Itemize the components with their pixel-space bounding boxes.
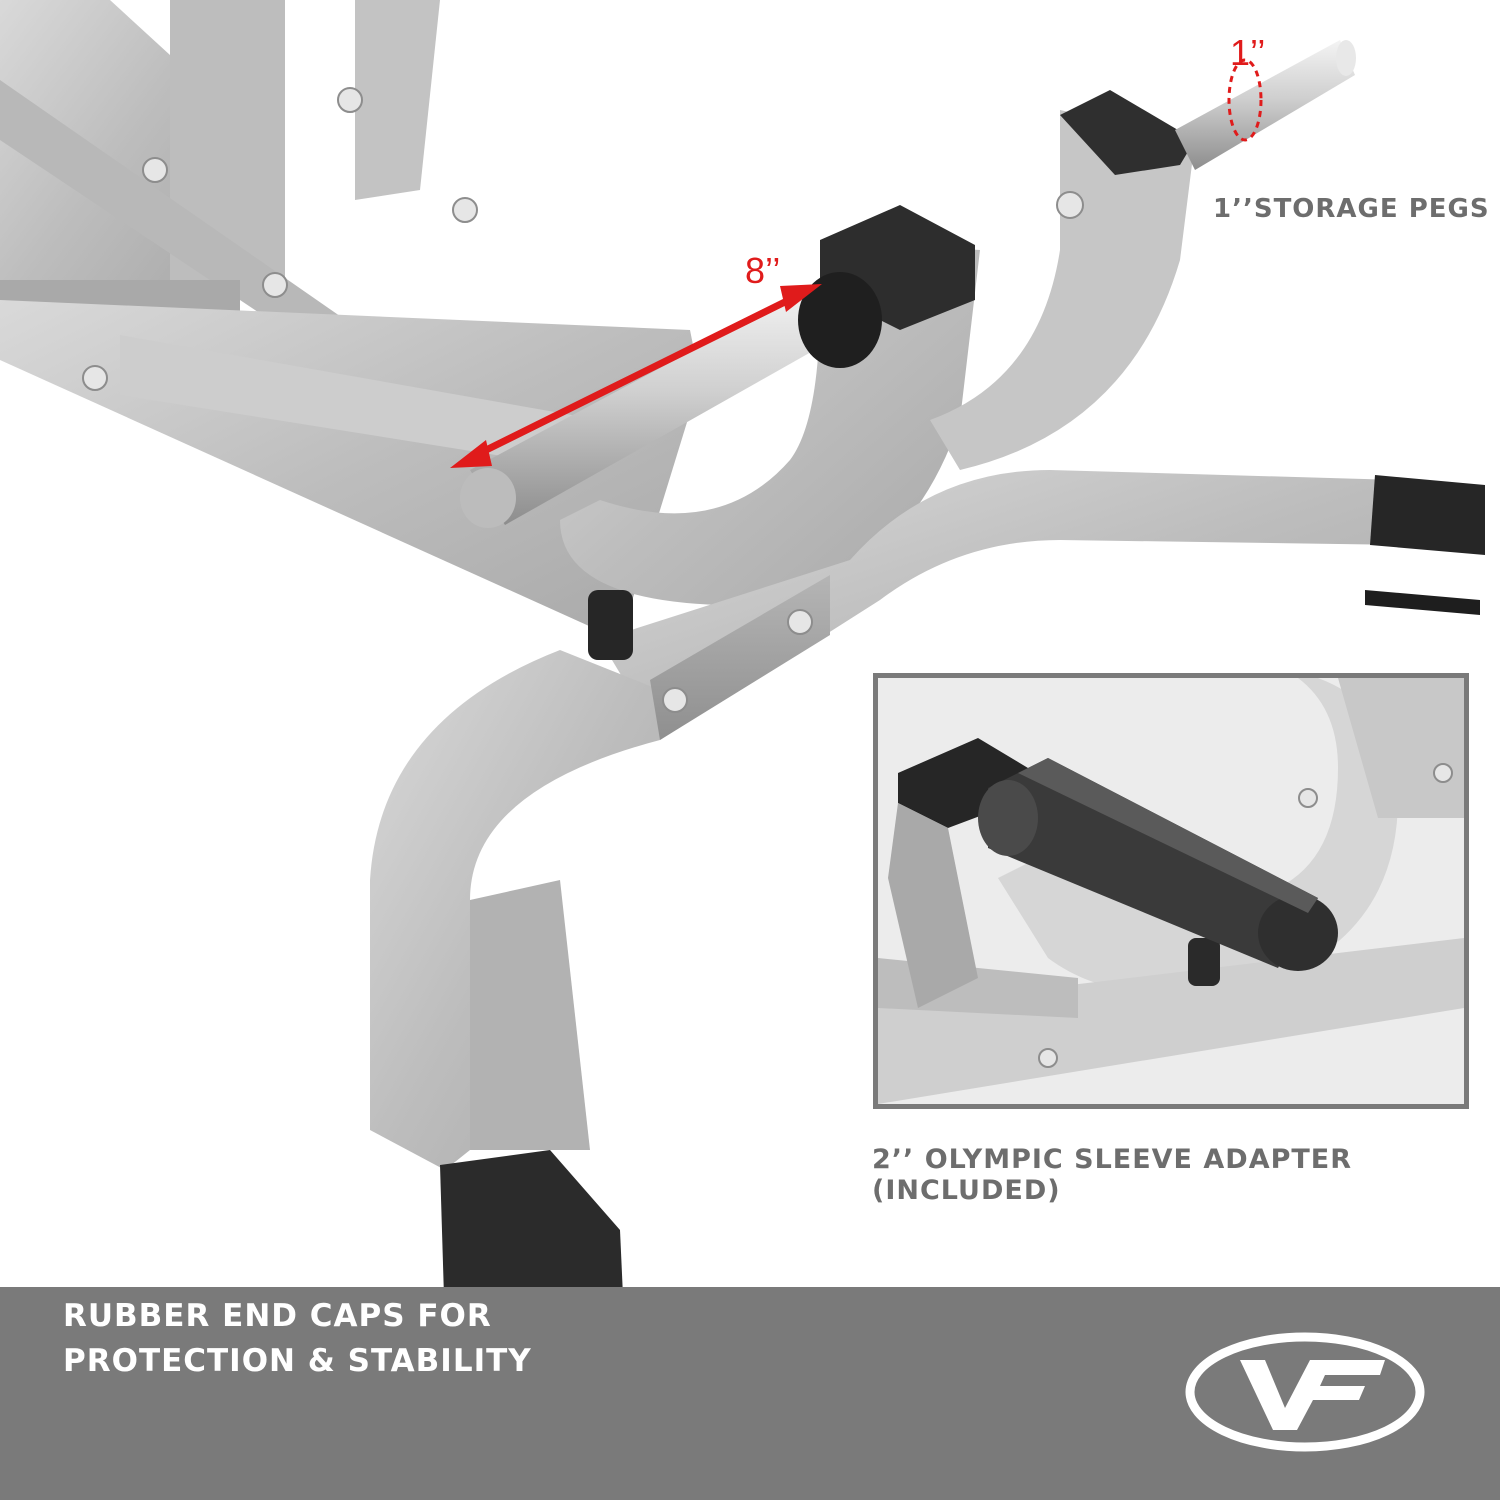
dimension-marker-1in	[1227, 58, 1263, 142]
vf-logo	[1185, 1332, 1425, 1452]
bolts	[82, 87, 1084, 713]
base-leg-front	[370, 650, 660, 1170]
sleeve-adapter	[978, 758, 1338, 971]
pin-length-label: 8’’	[745, 250, 781, 291]
footer-band: RUBBER END CAPS FOR PROTECTION & STABILI…	[0, 1287, 1500, 1500]
storage-pin-8in	[460, 272, 882, 528]
storage-pegs-caption: 1’’STORAGE PEGS	[1213, 194, 1490, 224]
base-leg-right	[600, 470, 1410, 740]
sleeve-adapter-photo	[878, 678, 1464, 1104]
sleeve-adapter-inset	[873, 673, 1469, 1109]
upper-frame	[0, 0, 440, 380]
dimension-arrow-8in	[450, 284, 822, 468]
curved-holder-back	[930, 110, 1195, 470]
footer-line-2: PROTECTION & STABILITY	[63, 1343, 532, 1379]
footer-line-1: RUBBER END CAPS FOR	[63, 1298, 492, 1334]
sleeve-adapter-caption: 2’’ OLYMPIC SLEEVE ADAPTER (INCLUDED)	[872, 1144, 1353, 1206]
storage-peg-1in	[1175, 40, 1356, 170]
peg-diameter-label: 1’’	[1230, 32, 1266, 73]
